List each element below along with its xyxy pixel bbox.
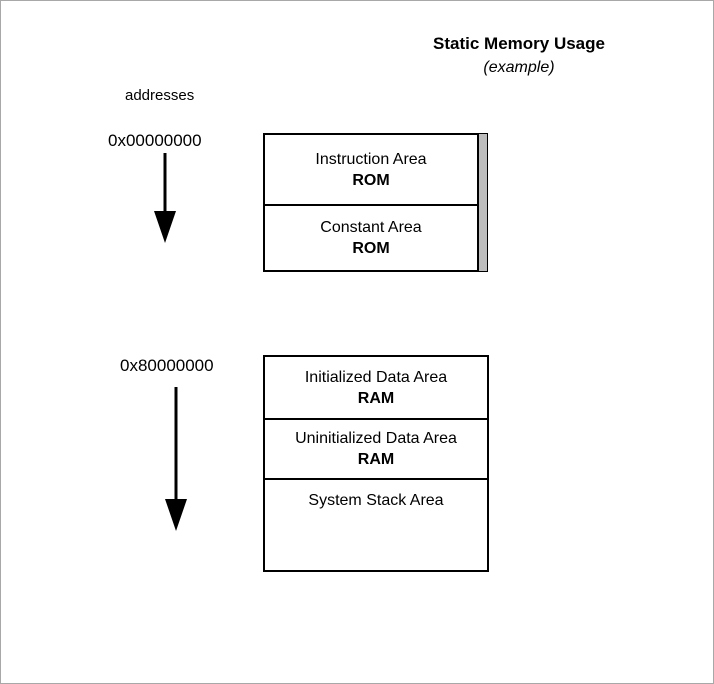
rom-memory-block: Instruction Area ROM Constant Area ROM: [263, 133, 479, 272]
region-label: Instruction Area: [315, 150, 427, 168]
down-arrow-icon-ram: [158, 387, 194, 538]
region-memory-type: ROM: [352, 240, 390, 257]
addresses-label: addresses: [125, 87, 195, 104]
diagram-subtitle: (example): [483, 59, 555, 76]
region-memory-type: RAM: [357, 451, 395, 468]
region-label: Constant Area: [320, 219, 422, 236]
region-label: System Stack Area: [308, 492, 444, 509]
address-rom-start: 0x00000000: [108, 131, 202, 150]
memory-region-uninitialized-data-area: Uninitialized Data Area RAM: [265, 418, 487, 478]
address-ram-start: 0x80000000: [120, 356, 214, 375]
region-memory-type: ROM: [352, 171, 390, 189]
memory-region-system-stack-area: System Stack Area: [265, 478, 487, 570]
diagram-title: Static Memory Usage: [433, 34, 605, 53]
down-arrow-icon-rom: [147, 153, 183, 250]
region-memory-type: RAM: [357, 389, 395, 407]
memory-region-initialized-data-area: Initialized Data Area RAM: [265, 357, 487, 418]
memory-region-constant-area: Constant Area ROM: [265, 204, 477, 270]
rom-block-shadow-bar: [477, 133, 488, 272]
region-label: Initialized Data Area: [304, 368, 448, 386]
ram-memory-block: Initialized Data Area RAM Uninitialized …: [263, 355, 489, 572]
region-label: Uninitialized Data Area: [295, 430, 457, 447]
diagram-title-block: Static Memory Usage (example): [369, 33, 669, 79]
memory-region-instruction-area: Instruction Area ROM: [265, 135, 477, 204]
